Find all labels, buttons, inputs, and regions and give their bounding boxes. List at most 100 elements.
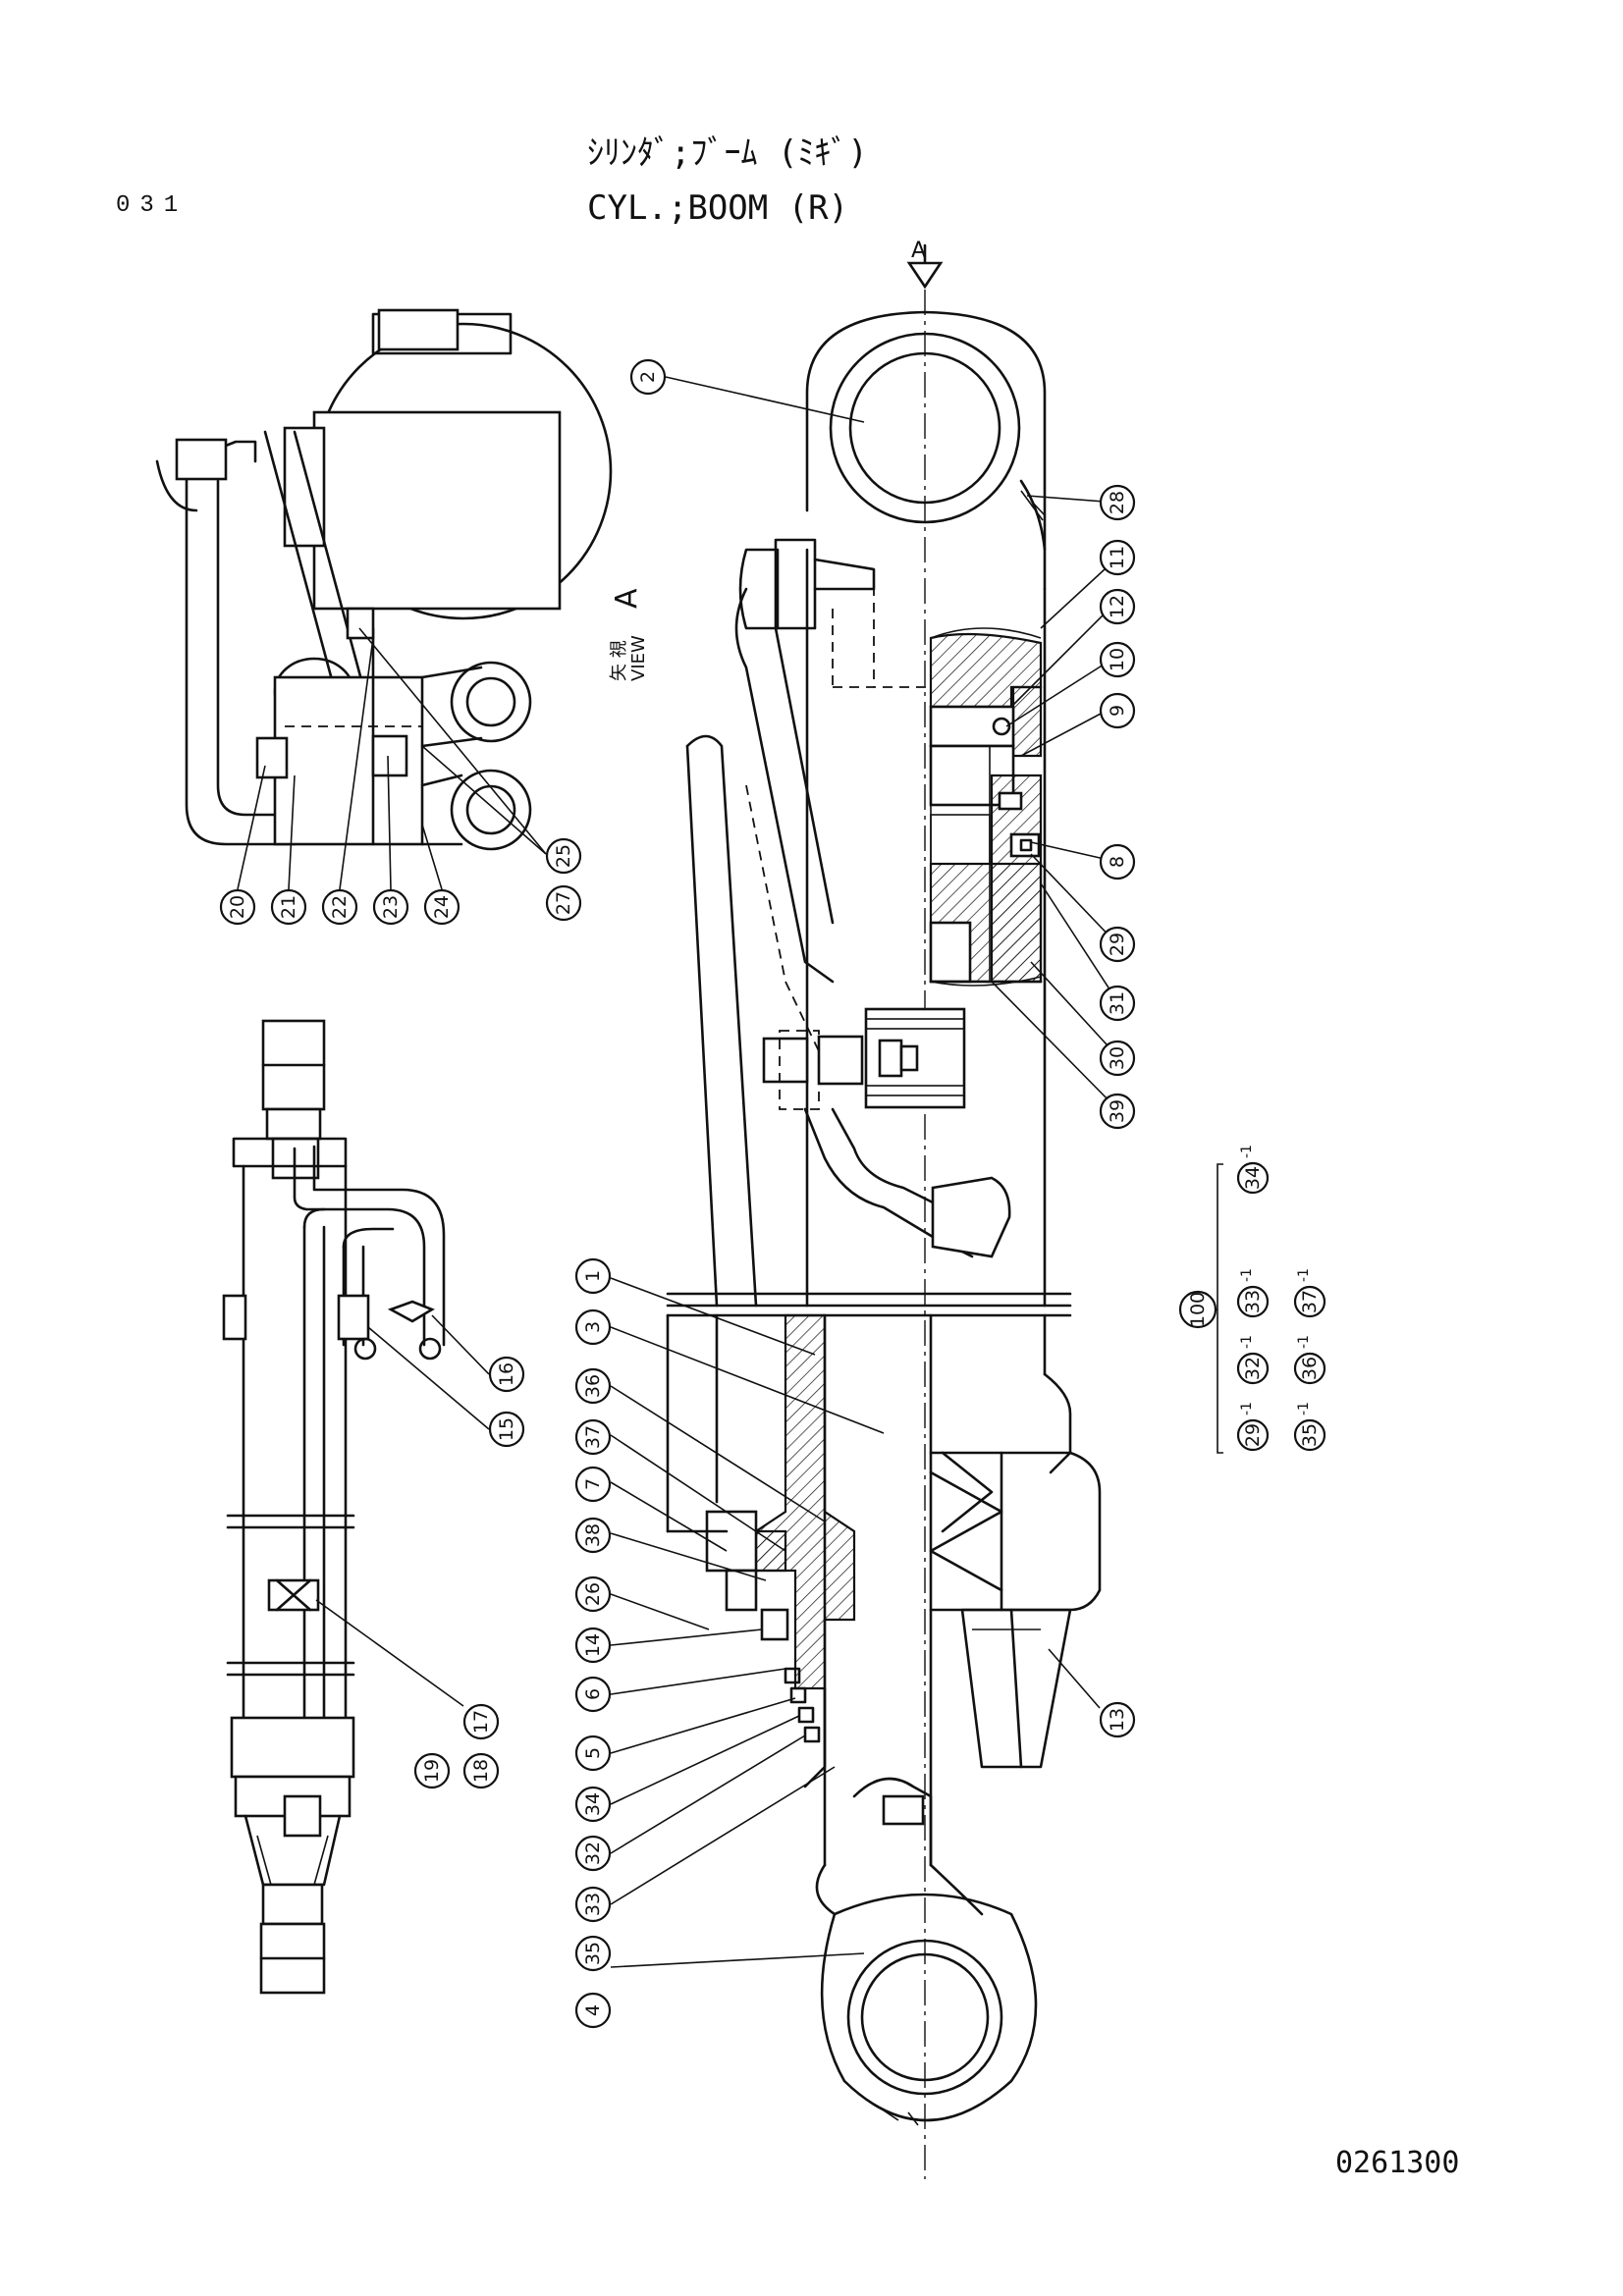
callout-number: 12: [1107, 595, 1128, 618]
callout-number: 19: [421, 1759, 443, 1783]
callout-main-6: 6: [574, 1676, 612, 1713]
callout-bubbles: 2281112109829313039133637738261465343233…: [219, 358, 1136, 2029]
callout-circle: [574, 1992, 612, 2029]
callout-number: 4: [582, 2004, 604, 2016]
callout-number: 21: [278, 895, 299, 919]
rod-end-weld-v: [929, 1470, 1003, 1592]
kit-item-37: 37: [1293, 1285, 1326, 1318]
callout-main-32: 32: [574, 1835, 612, 1872]
rod-cushion: [960, 1608, 1072, 1769]
kit-number: 35: [1299, 1423, 1321, 1447]
callout-main-14: 14: [574, 1627, 612, 1664]
rod-eye-bore-outer: [846, 1939, 1003, 2096]
callout-circle: [545, 837, 582, 875]
callout-circle: [574, 1935, 612, 1972]
callout-number: 5: [582, 1747, 604, 1759]
side-rod-end: [230, 1716, 355, 1779]
callout-circle: [413, 1752, 451, 1789]
callout-circle: [219, 888, 256, 926]
callout-main-1: 1: [574, 1257, 612, 1295]
callout-number: 27: [553, 891, 574, 915]
view-label-jp: 矢 視: [609, 640, 629, 681]
view-a-detail: [155, 308, 613, 851]
callout-circle: [1099, 539, 1136, 576]
callout-main-39: 39: [1099, 1093, 1136, 1130]
kit-number: 29: [1242, 1423, 1264, 1447]
callout-number: 31: [1107, 991, 1128, 1015]
kit-number: 34: [1242, 1166, 1264, 1190]
callout-circle: [462, 1752, 500, 1789]
view-a-body-block: [312, 410, 562, 611]
callout-circle: [1099, 1093, 1136, 1130]
pipe-long: [685, 734, 758, 1308]
callout-main-34: 34: [574, 1786, 612, 1823]
kit-item-34: 34: [1236, 1161, 1270, 1195]
callout-number: 7: [582, 1478, 604, 1490]
callout-main-3: 3: [574, 1308, 612, 1346]
view-a-port-upper: [450, 661, 532, 743]
elbow-fitting: [931, 1176, 1011, 1258]
callout-circle: [574, 1517, 612, 1554]
callout-circle: [574, 1786, 612, 1823]
callout-circle: [629, 358, 667, 396]
kit-suffix-33: -1: [1239, 1268, 1255, 1282]
callout-number: 34: [582, 1792, 604, 1816]
callout-circle: [423, 888, 460, 926]
callout-circle: [574, 1367, 612, 1405]
callout-circle: [545, 884, 582, 922]
callout-main-11: 11: [1099, 539, 1136, 576]
callout-number: 29: [1107, 933, 1128, 956]
kit-number: 32: [1242, 1357, 1264, 1380]
callout-number: 2: [637, 371, 659, 383]
callout-main-2: 2: [629, 358, 667, 396]
kit-number: 33: [1242, 1290, 1264, 1313]
kit-circle: [1293, 1418, 1326, 1452]
callout-side-19: 19: [413, 1752, 451, 1789]
callout-number: 3: [582, 1321, 604, 1333]
view-label-letter: A: [610, 588, 644, 609]
callout-circle: [574, 1466, 612, 1503]
callout-main-29: 29: [1099, 926, 1136, 963]
rod-eye-bore-inner: [860, 1952, 990, 2082]
callout-number: 22: [329, 895, 351, 919]
kit-item-36: 36: [1293, 1352, 1326, 1385]
callout-number: 13: [1107, 1708, 1128, 1732]
main-cylinder-view: A: [666, 239, 1102, 2179]
drawing-number: 0261300: [1335, 2146, 1460, 2180]
head-eye-bore-inner: [848, 351, 1001, 505]
callout-main-38: 38: [574, 1517, 612, 1554]
kit-circle: [1236, 1285, 1270, 1318]
callout-circle: [574, 1627, 612, 1664]
side-pipe-a: [293, 1147, 426, 1347]
kit-circle: [1236, 1418, 1270, 1452]
callout-side-16: 16: [488, 1356, 525, 1393]
kit-suffix-36: -1: [1296, 1335, 1312, 1349]
kit-item-29: 29: [1236, 1418, 1270, 1452]
callout-circle: [1099, 484, 1136, 521]
head-eye-outline: [805, 310, 1047, 591]
view-label-en: VIEW: [628, 635, 649, 681]
callout-circle: [488, 1411, 525, 1448]
arrow-letter: A: [911, 239, 926, 263]
callout-number: 15: [496, 1417, 517, 1441]
kit-number: 36: [1299, 1357, 1321, 1380]
view-arrow-a: A: [906, 239, 944, 290]
head-port-block: [774, 538, 817, 630]
side-view: [222, 1019, 446, 1995]
callout-number: 39: [1107, 1099, 1128, 1123]
kit-item-35: 35: [1293, 1418, 1326, 1452]
callout-circle: [574, 1257, 612, 1295]
callout-number: 17: [470, 1710, 492, 1734]
callout-number: 36: [582, 1374, 604, 1398]
view-a-label: 矢 視 VIEW A: [609, 588, 649, 681]
callout-circle: [321, 888, 358, 926]
callout-circle: [1099, 926, 1136, 963]
clamp-bolt-left: [817, 1035, 864, 1086]
kit-item-33: 33: [1236, 1285, 1270, 1318]
callout-main-33: 33: [574, 1886, 612, 1923]
head-weld-mark: [1020, 490, 1046, 521]
callout-number: 20: [227, 895, 248, 919]
callout-number: 37: [582, 1425, 604, 1449]
callout-circle: [574, 1418, 612, 1456]
